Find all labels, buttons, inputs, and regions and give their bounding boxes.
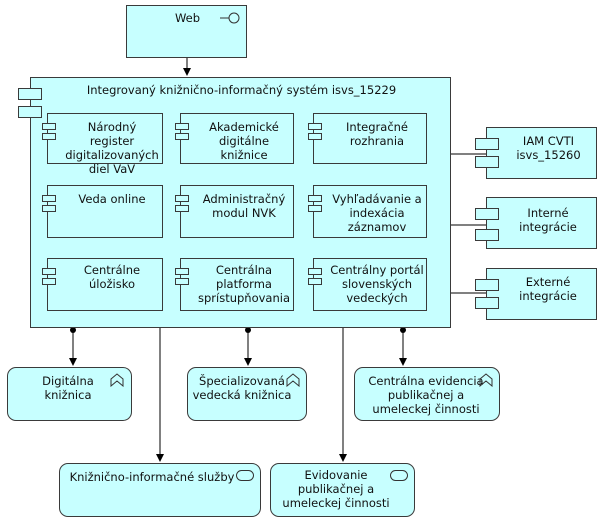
component-icon xyxy=(175,120,191,142)
service-icon xyxy=(236,470,254,481)
component-icon xyxy=(475,208,499,220)
system-title: Integrovaný knižnično-informačný systém … xyxy=(86,83,397,97)
service-label: Evidovanie publikačnej a umeleckej činno… xyxy=(282,468,390,510)
component-centralny-portal[interactable]: Centrálny portál slovenských vedeckých xyxy=(313,258,427,311)
function-chevron-icon xyxy=(286,373,300,387)
component-label: Veda online xyxy=(78,192,146,206)
external-interne-integracie[interactable]: Interné integrácie xyxy=(486,197,597,249)
component-label: Centrálne úložisko xyxy=(83,263,141,291)
external-externe-integracie[interactable]: Externé integrácie xyxy=(486,268,597,320)
function-label: Digitálna knižnica xyxy=(42,374,94,402)
function-chevron-icon xyxy=(479,373,493,387)
component-icon xyxy=(475,138,499,150)
component-icon xyxy=(42,120,58,142)
component-icon xyxy=(475,229,499,241)
external-iam-cvti[interactable]: IAM CVTI isvs_15260 xyxy=(486,127,597,179)
component-icon xyxy=(475,156,499,168)
component-icon xyxy=(175,265,191,287)
component-label: Akademické digitálne knižnice xyxy=(209,120,279,162)
component-icon xyxy=(475,297,499,309)
component-label: Administračný modul NVK xyxy=(202,192,286,220)
component-icon xyxy=(308,120,324,142)
component-icon xyxy=(475,279,499,291)
component-label: Centrálna platforma sprístupňovania xyxy=(197,263,290,305)
component-icon xyxy=(308,265,324,287)
component-label: Integračné rozhrania xyxy=(345,120,409,148)
external-label: Interné integrácie xyxy=(519,206,577,234)
service-evidovanie-publikacnej[interactable]: Evidovanie publikačnej a umeleckej činno… xyxy=(270,463,415,517)
component-label: Centrálny portál slovenských vedeckých xyxy=(330,263,424,305)
component-label: Národný register digitalizovaných diel V… xyxy=(65,120,159,176)
component-icon xyxy=(308,192,324,214)
component-veda-online[interactable]: Veda online xyxy=(47,185,163,238)
web-label: Web xyxy=(174,11,201,25)
function-chevron-icon xyxy=(110,373,124,387)
component-centralne-ulozisko[interactable]: Centrálne úložisko xyxy=(47,258,163,311)
service-label: Knižnično-informačné služby xyxy=(69,470,235,484)
function-label: Centrálna evidencia publikačnej a umelec… xyxy=(368,374,484,416)
component-vyhladavanie[interactable]: Vyhľadávanie a indexácia záznamov xyxy=(313,185,427,238)
component-administracny-modul[interactable]: Administračný modul NVK xyxy=(180,185,294,238)
service-icon xyxy=(390,470,408,481)
function-label: Špecializovaná vedecká knižnica xyxy=(192,374,292,402)
system-component-icon-top xyxy=(18,88,42,100)
function-centralna-evidencia[interactable]: Centrálna evidencia publikačnej a umelec… xyxy=(354,367,500,421)
component-icon xyxy=(42,192,58,214)
component-icon xyxy=(42,265,58,287)
system-component-icon-bottom xyxy=(18,106,42,118)
component-label: Vyhľadávanie a indexácia záznamov xyxy=(332,192,422,234)
web-interface-box[interactable]: Web xyxy=(126,5,247,58)
component-icon xyxy=(175,192,191,214)
service-kniznicno-informacne-sluzby[interactable]: Knižnično-informačné služby xyxy=(59,463,261,517)
external-label: Externé integrácie xyxy=(519,275,577,303)
component-centralna-platforma[interactable]: Centrálna platforma sprístupňovania xyxy=(180,258,294,311)
component-narodny-register[interactable]: Národný register digitalizovaných diel V… xyxy=(47,113,163,176)
interface-icon xyxy=(220,12,240,24)
component-akademicke-kniznice[interactable]: Akademické digitálne knižnice xyxy=(180,113,294,164)
external-label: IAM CVTI isvs_15260 xyxy=(516,134,581,162)
function-digitalna-kniznica[interactable]: Digitálna knižnica xyxy=(7,367,132,421)
component-integracne-rozhrania[interactable]: Integračné rozhrania xyxy=(313,113,427,164)
function-specializovana-kniznica[interactable]: Špecializovaná vedecká knižnica xyxy=(187,367,307,421)
